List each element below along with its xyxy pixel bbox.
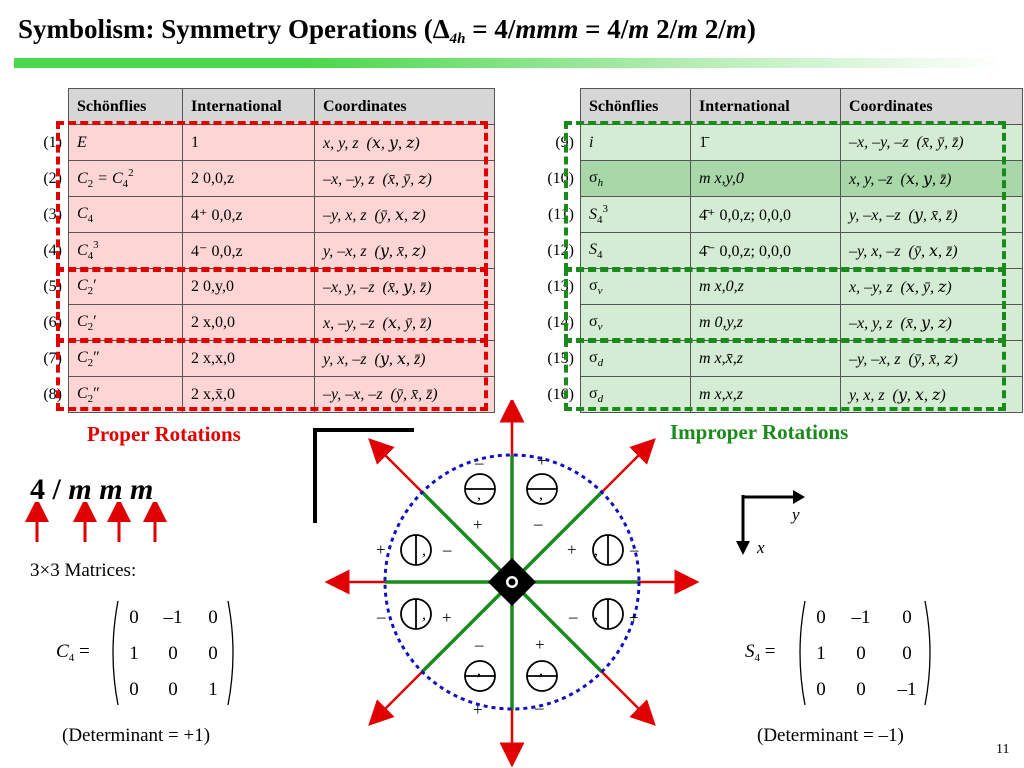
- green-dashed-group-1: [564, 121, 1006, 271]
- c4-determinant: (Determinant = +1): [62, 725, 211, 746]
- svg-text:–: –: [533, 514, 543, 533]
- table-row: (3) C4 4⁺ 0,0,z –y, x, z (ȳ, 𝑥, 𝑧): [22, 196, 495, 233]
- svg-text:+: +: [442, 608, 452, 627]
- svg-text:–: –: [474, 635, 484, 654]
- primitive-circle: [383, 453, 641, 711]
- svg-text:,: ,: [422, 542, 426, 559]
- header-coordinates-right: Coordinates: [840, 88, 1023, 125]
- green-dashed-group-3: [564, 339, 1006, 411]
- svg-text:,: ,: [539, 662, 543, 679]
- red-dashed-group-3: [56, 339, 488, 411]
- table-row: (12) S4 4̄⁻ 0,0,z; 0,0,0 –y, x, –z (ȳ, 𝑥…: [526, 232, 1023, 269]
- svg-text:,: ,: [594, 606, 598, 623]
- title-underline-bar: [14, 58, 1004, 68]
- svg-text:+: +: [629, 608, 639, 627]
- table-row: (11) S43 4̄⁺ 0,0,z; 0,0,0 y, –x, –z (𝑦, …: [526, 196, 1023, 233]
- axis-y-label: y: [792, 505, 800, 524]
- svg-text:–: –: [474, 453, 484, 472]
- hm-symbol: 4 / m m m: [30, 473, 154, 506]
- table-row: (16) σd m x,x,z y, x, z (𝑦, 𝑥, 𝑧): [526, 376, 1023, 413]
- svg-text:+: +: [376, 540, 386, 559]
- corner-bracket: [313, 428, 414, 523]
- svg-text:+: +: [473, 515, 483, 534]
- proper-rotations-table: Schönflies International Coordinates (1)…: [22, 88, 495, 413]
- svg-text:+: +: [567, 540, 577, 559]
- s4-matrix-brackets: [799, 600, 931, 706]
- svg-text:,: ,: [422, 606, 426, 623]
- svg-text:+: +: [537, 451, 547, 470]
- header-schoenflies-right: Schönflies: [580, 88, 691, 125]
- table-row: (2) C2 = C42 2 0,0,z –x, –y, z (x̄, ȳ, 𝑧…: [22, 160, 495, 197]
- svg-text:,: ,: [594, 542, 598, 559]
- slide-title: Symbolism: Symmetry Operations (Δ4h = 4/…: [18, 14, 756, 47]
- red-dashed-group-1: [56, 121, 488, 271]
- table-row: (4) C43 4⁻ 0,0,z y, –x, z (𝑦, x̄, 𝑧): [22, 232, 495, 269]
- position-commas: ,, ,, ,, ,,: [422, 486, 598, 679]
- hm-arrows: [25, 502, 167, 542]
- header-schoenflies: Schönflies: [68, 88, 183, 125]
- table-row: (14) σv m 0,y,z –x, y, z (x̄, 𝑦, 𝑧): [526, 304, 1023, 341]
- svg-text:–: –: [534, 698, 544, 717]
- header-international: International: [182, 88, 315, 125]
- green-dashed-group-2: [564, 268, 1006, 342]
- table-row: (9) i 1̄ –x, –y, –z (x̄, ȳ, z̄): [526, 124, 1023, 161]
- stereogram: ,, ,, ,, ,, – + + – + – + – – + – + – + …: [325, 400, 700, 768]
- red-dashed-group-2: [56, 268, 488, 342]
- svg-text:–: –: [568, 607, 578, 626]
- matrices-label: 3×3 Matrices:: [30, 560, 137, 581]
- c4-matrix-label: C4 =: [56, 641, 90, 664]
- svg-text:+: +: [535, 635, 545, 654]
- table-row: (5) C2′ 2 0,y,0 –x, y, –z (x̄, 𝑦, z̄): [22, 268, 495, 305]
- table-row: (7) C2″ 2 x,x,0 y, x, –z (𝑦, 𝑥, z̄): [22, 340, 495, 377]
- header-international-right: International: [690, 88, 841, 125]
- svg-text:,: ,: [539, 486, 543, 503]
- axis-x-label: x: [757, 538, 765, 557]
- table-row: (13) σv m x,0,z x, –y, z (𝑥, ȳ, 𝑧): [526, 268, 1023, 305]
- s4-determinant: (Determinant = –1): [757, 725, 904, 746]
- page-number: 11: [996, 742, 1010, 757]
- proper-rotations-caption: Proper Rotations: [87, 422, 241, 446]
- c4-matrix-brackets: [112, 600, 234, 706]
- general-positions: [400, 473, 624, 692]
- fourfold-axis-icon: [487, 557, 537, 607]
- table-row: (8) C2″ 2 x,x̄,0 –y, –x, –z (ȳ, x̄, z̄): [22, 376, 495, 413]
- svg-text:–: –: [376, 607, 386, 626]
- svg-text:–: –: [629, 540, 639, 559]
- twofold-axis-arrows: [325, 400, 700, 768]
- position-signs: – + + – + – + – – + – + – + + –: [376, 451, 639, 719]
- s4-matrix-label: S4 =: [745, 641, 776, 664]
- svg-text:+: +: [473, 700, 483, 719]
- improper-rotations-caption: Improper Rotations: [670, 420, 849, 444]
- svg-text:,: ,: [477, 662, 481, 679]
- svg-text:–: –: [442, 540, 452, 559]
- header-coordinates: Coordinates: [314, 88, 495, 125]
- svg-text:,: ,: [477, 486, 481, 503]
- table-row: (15) σd m x,x̄,z –y, –x, z (ȳ, x̄, 𝑧): [526, 340, 1023, 377]
- improper-rotations-table: Schönflies International Coordinates (9)…: [526, 88, 1023, 413]
- table-row: (1) E 1 x, y, z (𝑥, 𝑦, 𝑧): [22, 124, 495, 161]
- axes-diagram: [736, 490, 805, 555]
